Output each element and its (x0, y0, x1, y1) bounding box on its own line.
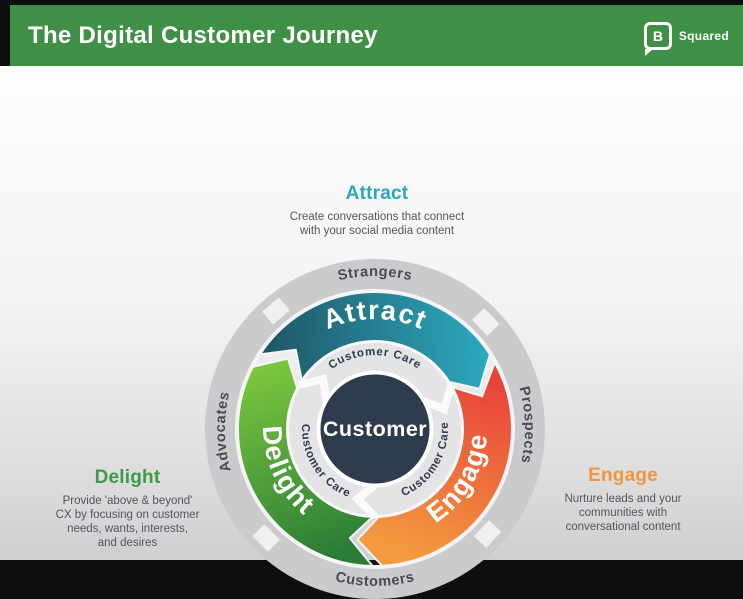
delight-section: Delight Provide 'above & beyond' CX by f… (25, 467, 230, 550)
outer-label-strangers: Strangers (336, 264, 413, 284)
journey-wheel: Strangers Customers Advocates Prospects … (205, 259, 545, 599)
center-label: Customer (323, 417, 427, 441)
outer-label-advocates: Advocates (213, 390, 234, 474)
care-ring-arrows (297, 374, 456, 520)
engage-heading: Engage (588, 465, 658, 486)
outer-label-prospects: Prospects (515, 385, 536, 465)
svg-text:Strangers: Strangers (336, 264, 414, 284)
center-circle (320, 374, 430, 484)
attract-section: Attract Create conversations that connec… (217, 183, 537, 238)
ring-notch (262, 297, 290, 325)
delight-description-line: CX by focusing on customer (55, 509, 200, 521)
page-title: The Digital Customer Journey (28, 21, 378, 49)
engage-description-line: Nurture leads and your (564, 493, 682, 505)
b-speech-bubble-icon: B (643, 21, 672, 56)
care-chevron (422, 383, 456, 415)
ring-notch (473, 520, 502, 548)
care-ring (288, 342, 462, 516)
ring-notch (472, 308, 500, 336)
svg-text:Prospects: Prospects (515, 385, 537, 465)
care-chevron (297, 374, 331, 402)
delight-heading: Delight (94, 467, 161, 488)
delight-description-line: needs, wants, interests, (67, 523, 188, 535)
engage-description-line: communities with (578, 507, 668, 519)
attract-description-line: Create conversations that connect (289, 211, 465, 223)
ring-notch (252, 524, 280, 552)
engage-section: Engage Nurture leads and your communitie… (537, 465, 709, 534)
brand-name: Squared (678, 28, 729, 43)
attract-heading: Attract (345, 183, 409, 204)
brand-initial: B (652, 27, 663, 44)
slide-body: Attract Create conversations that connec… (0, 66, 743, 599)
svg-text:Advocates: Advocates (213, 390, 235, 474)
outer-ring-notches (252, 297, 502, 552)
attract-description-line: with your social media content (299, 225, 455, 237)
delight-description-line: and desires (97, 537, 158, 549)
engage-description-line: conversational content (565, 521, 681, 533)
care-chevron (351, 481, 378, 520)
header-bar: The Digital Customer Journey B Squared (10, 5, 743, 66)
delight-description-line: Provide 'above & beyond' (62, 495, 193, 507)
brand-logo: B Squared (643, 5, 729, 66)
